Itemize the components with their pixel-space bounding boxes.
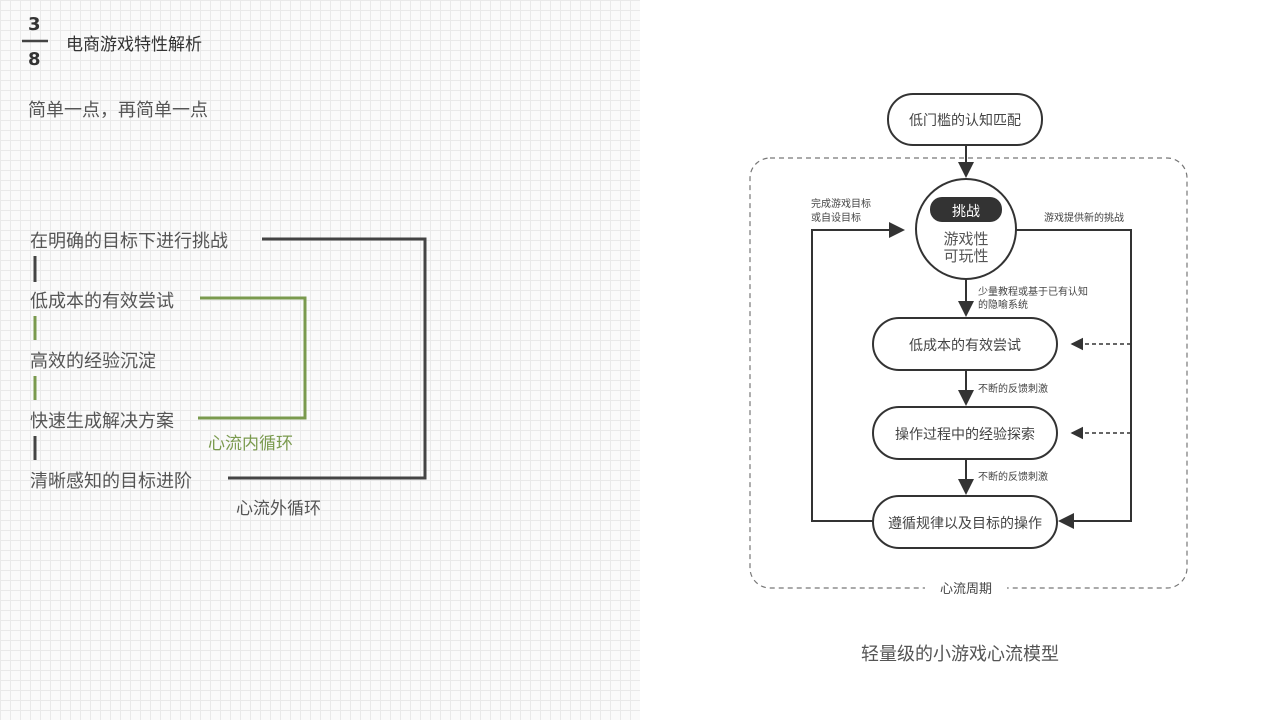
outer-loop-label: 心流外循环 (236, 499, 321, 519)
feedback-note: 不断的反馈刺激 (978, 472, 1048, 483)
loop-item: 快速生成解决方案 (30, 411, 174, 432)
loop-item: 高效的经验沉淀 (30, 351, 156, 372)
page-subtitle: 简单一点，再简单一点 (28, 100, 208, 121)
left-note: 或自设目标 (811, 213, 861, 224)
right-note: 游戏提供新的挑战 (1044, 213, 1124, 224)
loop-item: 在明确的目标下进行挑战 (30, 231, 228, 252)
left-note: 完成游戏目标 (811, 199, 871, 210)
grid-background (0, 0, 640, 720)
cycle-label: 心流周期 (939, 582, 993, 597)
core-line2: 可玩性 (943, 247, 989, 265)
tutorial-note: 少量教程或基于已有认知 (978, 287, 1088, 298)
page-total: 8 (28, 49, 41, 70)
new-challenge-arrow (1016, 229, 1132, 529)
step-label: 遵循规律以及目标的操作 (888, 516, 1042, 532)
entry-label: 低门槛的认知匹配 (909, 113, 1021, 129)
inner-loop-label: 心流内循环 (208, 434, 293, 454)
loop-item: 低成本的有效尝试 (30, 291, 174, 312)
inner-loop-bracket (198, 296, 307, 420)
loop-item: 清晰感知的目标进阶 (30, 471, 192, 492)
page-current: 3 (28, 14, 41, 35)
step-label: 低成本的有效尝试 (909, 338, 1021, 354)
tutorial-note: 的隐喻系统 (978, 300, 1028, 311)
diagram-caption: 轻量级的小游戏心流模型 (861, 644, 1059, 665)
core-line1: 游戏性 (943, 230, 989, 248)
step-label: 操作过程中的经验探索 (895, 427, 1035, 443)
feedback-note: 不断的反馈刺激 (978, 384, 1048, 395)
challenge-label: 挑战 (952, 204, 980, 220)
challenge-badge (930, 197, 1002, 222)
page-title: 电商游戏特性解析 (66, 35, 202, 55)
outer-loop-bracket (228, 237, 427, 480)
completion-loop-arrow (811, 222, 905, 522)
